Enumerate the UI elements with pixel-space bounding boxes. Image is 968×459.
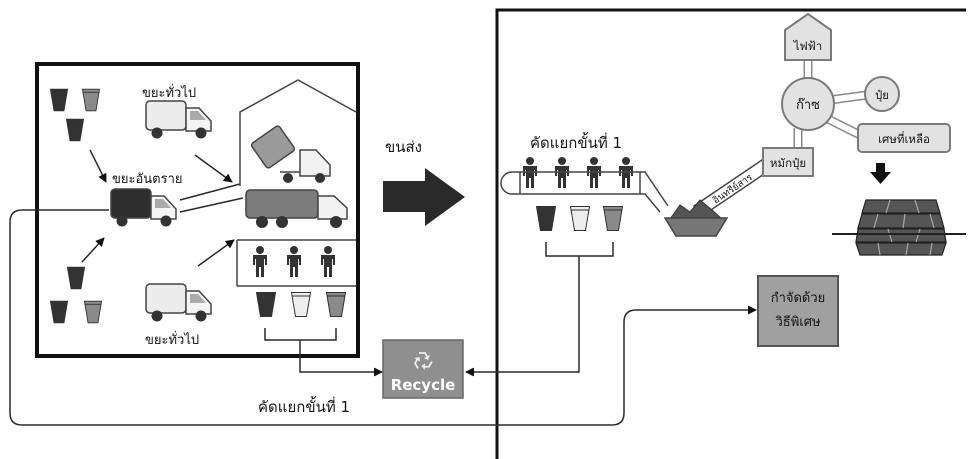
landfill-layers [832, 199, 966, 256]
fertilizer-label: ปุ๋ย [875, 88, 889, 102]
recycle-label: Recycle [391, 376, 456, 394]
sorting-conveyor [500, 157, 669, 213]
landfill-layer [857, 213, 945, 229]
flow-arrow [197, 239, 235, 267]
hazardous-waste-route-line [9, 209, 757, 426]
sorted-bins-right [536, 205, 623, 232]
recycle-arrow [414, 357, 420, 369]
fertilizer-circle [864, 76, 900, 112]
truck-body [245, 189, 319, 219]
truck-cab [317, 195, 348, 220]
wheel [256, 216, 268, 228]
general-waste-truck-bottom-label: ขยะทั่วไป [145, 331, 199, 348]
recycle-center: Recycle [382, 339, 464, 399]
recycle-flow-left [264, 328, 382, 372]
transfer-station-building [239, 79, 357, 186]
organic-matter-label: อินทรีย์สาร [710, 171, 755, 206]
gas-node: ก๊าซ [781, 77, 835, 131]
hazardous-waste-truck-label: ขยะอันตราย [112, 172, 183, 187]
recycle-icon [414, 352, 433, 371]
electricity-node: ไฟฟ้า [784, 12, 832, 61]
connector-line [179, 197, 244, 213]
residue-label: เศษที่เหลือ [878, 131, 930, 146]
electricity-house [784, 12, 832, 61]
organic-waste-pile [663, 199, 729, 237]
wheel [315, 173, 325, 183]
landfill-layer [855, 242, 947, 256]
dump-truck-tipping [250, 125, 331, 183]
arrow-right-icon [383, 168, 465, 226]
compost-label: หมักปุ๋ย [770, 156, 806, 170]
compost-node: หมักปุ๋ย [762, 147, 814, 177]
tipping-container [250, 125, 296, 169]
connector [795, 58, 868, 150]
recycle-flow-right [466, 242, 614, 372]
sorting-stage-label: คัดแยกขั้นที่ 1 [530, 132, 622, 152]
residue-node: เศษที่เหลือ [857, 123, 951, 153]
residue-box [857, 123, 951, 153]
recycle-arrow [419, 352, 430, 360]
landfill-layer [855, 228, 947, 243]
wheel [276, 216, 288, 228]
gas-label: ก๊าซ [796, 98, 820, 113]
electricity-label: ไฟฟ้า [793, 39, 823, 53]
collection-flow-arrows [81, 149, 244, 267]
recycle-arrow [421, 361, 433, 371]
connector-line [179, 183, 241, 201]
arrow-down-icon [870, 163, 891, 184]
special-disposal-label-line-1: กำจัดด้วย [771, 291, 826, 306]
processing-plant-frame [495, 8, 966, 459]
special-disposal-label-line-2: วิธีพิเศษ [775, 314, 821, 330]
process-connectors [793, 58, 868, 150]
special-disposal-node: กำจัดด้วย วิธีพิเศษ [757, 275, 839, 347]
dark-bin [536, 205, 556, 232]
recycle-box [382, 339, 464, 399]
sorting-stage-bottom-label: คัดแยกขั้นที่ 1 [258, 396, 350, 416]
fertilizer-node: ปุ๋ย [864, 76, 900, 112]
sorted-bins-left [256, 291, 346, 318]
landfill-joints [873, 199, 935, 256]
special-disposal-box [757, 275, 839, 347]
flow-arrow [81, 237, 105, 263]
compost-box [762, 147, 814, 177]
sorting-platform-left [236, 239, 356, 287]
transport-label: ขนส่ง [385, 138, 422, 156]
conveyor-rail [500, 171, 669, 213]
platform-rail [236, 239, 356, 287]
compactor-truck [245, 189, 348, 228]
light-bin [570, 205, 590, 232]
general-waste-truck-top-label: ขยะทั่วไป [142, 84, 196, 101]
landfill-layer [861, 199, 941, 214]
flow-arrow [194, 154, 233, 183]
flow-arrow [89, 149, 107, 183]
pile-bowl [663, 217, 729, 237]
grey-bin [603, 205, 623, 232]
gas-circle [781, 77, 835, 131]
wheel [330, 216, 342, 228]
wheel [283, 173, 293, 183]
